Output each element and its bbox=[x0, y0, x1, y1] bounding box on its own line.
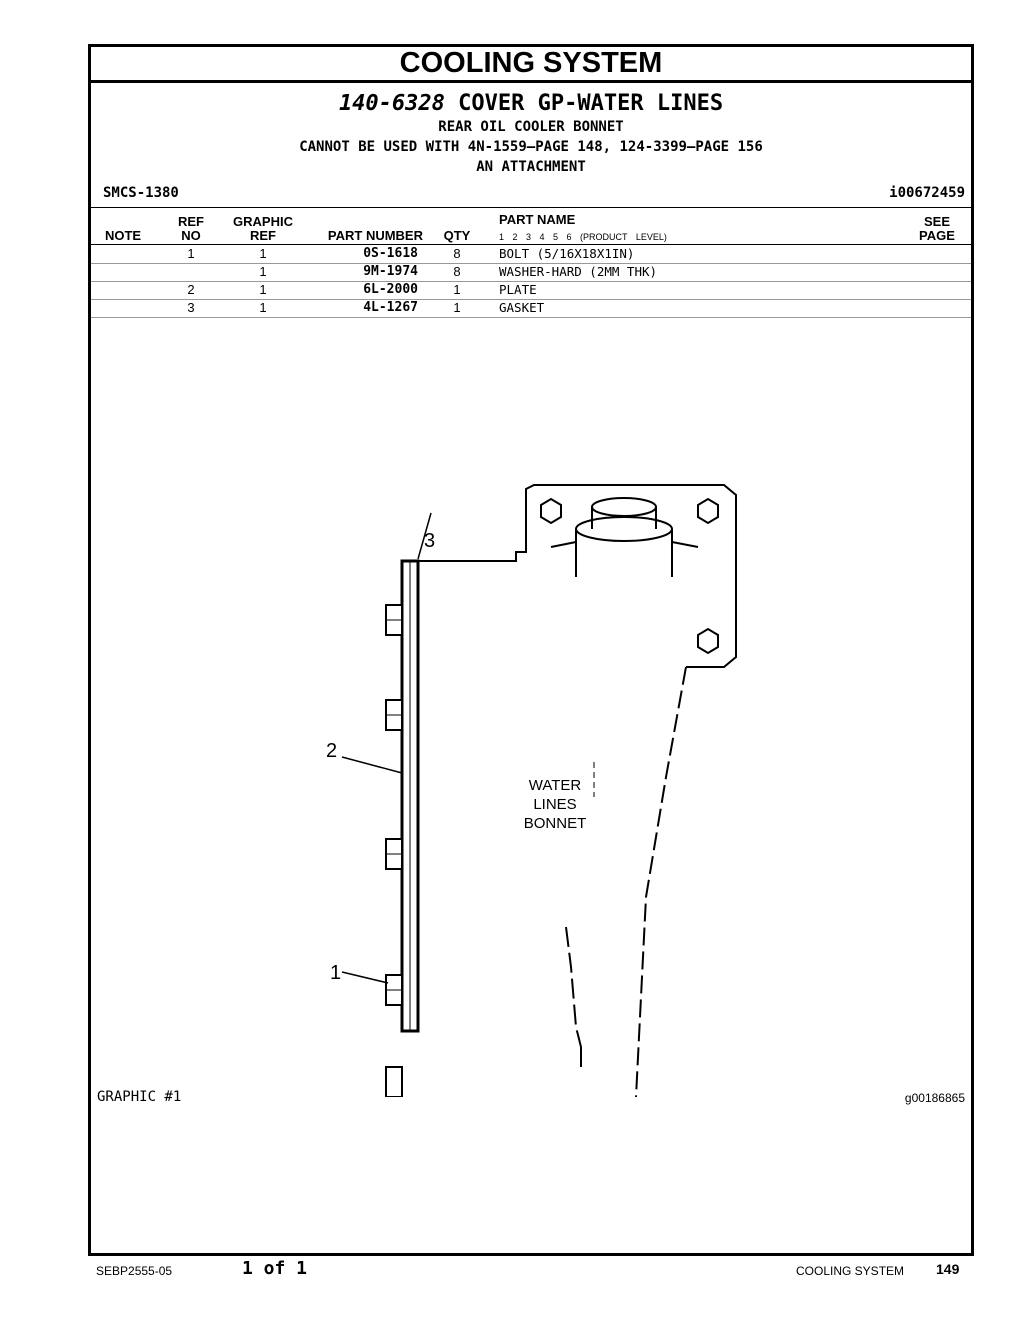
row-graphic-ref: 1 bbox=[259, 246, 267, 261]
col-note: NOTE bbox=[104, 228, 142, 243]
table-row[interactable]: 1 9M-1974 8 WASHER-HARD (2MM THK) bbox=[91, 263, 971, 282]
col-see-page-line2: PAGE bbox=[919, 228, 955, 243]
row-graphic-ref: 1 bbox=[259, 300, 267, 315]
col-ref-no: REF NO bbox=[171, 215, 211, 243]
row-part-number[interactable]: 4L-1267 bbox=[363, 300, 418, 315]
col-graphic-ref: GRAPHIC REF bbox=[227, 215, 299, 243]
row-part-name: WASHER-HARD (2MM THK) bbox=[499, 264, 658, 279]
table-row[interactable]: 3 1 4L-1267 1 GASKET bbox=[91, 299, 971, 318]
footer-page-number: 149 bbox=[936, 1261, 960, 1277]
header-rule-bottom bbox=[91, 244, 971, 245]
group-subtitle: REAR OIL COOLER BONNET bbox=[438, 119, 624, 135]
row-part-name: BOLT (5/16X18X1IN) bbox=[499, 246, 635, 261]
row-ref-no bbox=[171, 263, 211, 281]
row-part-name: PLATE bbox=[499, 282, 537, 297]
page-frame: COOLING SYSTEM 140-6328 COVER GP-WATER L… bbox=[88, 44, 974, 1256]
illustration-id: i00672459 bbox=[889, 185, 965, 201]
row-ref-no: 2 bbox=[187, 282, 195, 297]
callout-2: 2 bbox=[326, 740, 337, 762]
port-boss bbox=[550, 497, 699, 577]
callout-3: 3 bbox=[424, 530, 435, 552]
row-graphic-ref: 1 bbox=[259, 264, 267, 279]
plate-and-gasket bbox=[400, 559, 420, 1033]
group-part-number[interactable]: 140-6328 bbox=[338, 91, 445, 116]
col-part-number: PART NUMBER bbox=[327, 228, 423, 243]
col-qty: QTY bbox=[443, 228, 471, 243]
group-header: 140-6328 COVER GP-WATER LINES REAR OIL C… bbox=[91, 83, 971, 177]
row-part-number[interactable]: 9M-1974 bbox=[363, 264, 418, 279]
label-lines: LINES bbox=[533, 796, 576, 813]
row-ref-no: 3 bbox=[187, 300, 195, 315]
footer-section: COOLING SYSTEM bbox=[796, 1264, 905, 1278]
bolt-boss-holes bbox=[540, 497, 719, 655]
col-ref-no-line1: REF bbox=[178, 214, 204, 229]
row-qty: 1 bbox=[453, 300, 461, 315]
footer-page-of: 1 of 1 bbox=[242, 1258, 308, 1279]
label-bonnet: BONNET bbox=[524, 815, 587, 832]
row-part-number[interactable]: 6L-2000 bbox=[363, 282, 418, 297]
col-see-page-line1: SEE bbox=[923, 214, 950, 229]
row-ref-no: 1 bbox=[187, 246, 195, 261]
bolts bbox=[385, 604, 403, 1097]
row-qty: 8 bbox=[453, 246, 461, 261]
col-see-page: SEE PAGE bbox=[913, 215, 961, 243]
table-row[interactable]: 1 1 0S-1618 8 BOLT (5/16X18X1IN) bbox=[91, 245, 971, 264]
footer-doc-number: SEBP2555-05 bbox=[96, 1264, 173, 1278]
col-graphic-ref-line2: REF bbox=[250, 228, 276, 243]
row-qty: 8 bbox=[453, 264, 461, 279]
leader-lines bbox=[341, 512, 432, 984]
row-part-name: GASKET bbox=[499, 300, 545, 315]
col-ref-no-line2: NO bbox=[181, 228, 201, 243]
table-row[interactable]: 2 1 6L-2000 1 PLATE bbox=[91, 281, 971, 300]
group-name: COVER GP-WATER LINES bbox=[458, 91, 724, 116]
smcs-code: SMCS-1380 bbox=[103, 185, 179, 201]
group-attachment-note: AN ATTACHMENT bbox=[476, 159, 586, 175]
product-levels: 1 2 3 4 5 6 (PRODUCT LEVEL) bbox=[499, 232, 667, 242]
callout-1: 1 bbox=[330, 962, 341, 984]
row-qty: 1 bbox=[453, 282, 461, 297]
group-restriction: CANNOT BE USED WITH 4N-1559—PAGE 148, 12… bbox=[299, 139, 763, 155]
graphic-caption: GRAPHIC #1 bbox=[97, 1089, 182, 1105]
header-rule-top bbox=[91, 207, 971, 208]
row-graphic-ref: 1 bbox=[259, 282, 267, 297]
col-part-name: PART NAME bbox=[499, 212, 576, 227]
label-water: WATER bbox=[529, 777, 582, 794]
exploded-view-graphic: 3 2 1 WATER LINES BONNET bbox=[326, 484, 737, 1097]
graphic-id: g00186865 bbox=[904, 1091, 965, 1105]
section-title: COOLING SYSTEM bbox=[91, 47, 971, 83]
row-part-number[interactable]: 0S-1618 bbox=[363, 246, 418, 261]
col-graphic-ref-line1: GRAPHIC bbox=[233, 214, 293, 229]
group-title-line: 140-6328 COVER GP-WATER LINES bbox=[91, 91, 971, 117]
